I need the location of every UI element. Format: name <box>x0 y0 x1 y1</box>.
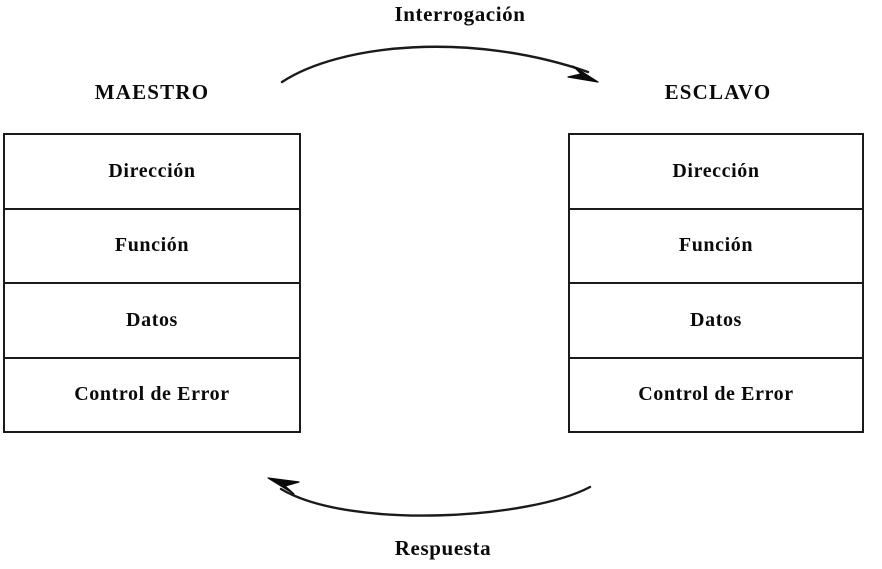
response-arrow-caption: Respuesta <box>394 536 492 560</box>
slave-field-control-de-error: Control de Error <box>570 358 862 431</box>
curved-arrow-right-icon <box>280 45 599 84</box>
slave-field-datos: Datos <box>570 284 862 359</box>
slave-field-funcion-label: Función <box>678 234 754 257</box>
slave-field-control-de-error-label: Control de Error <box>638 383 794 406</box>
master-field-funcion-label: Función <box>114 234 190 257</box>
master-field-control-de-error: Control de Error <box>5 358 299 431</box>
master-node-title: MAESTRO <box>94 80 210 104</box>
query-arrow-caption: Interrogación <box>394 2 526 26</box>
master-field-direccion-label: Dirección <box>108 159 196 182</box>
master-frame-box: Dirección Función Datos Control de Error <box>3 133 301 433</box>
curved-arrow-left-icon <box>267 477 592 517</box>
master-field-funcion: Función <box>5 209 299 284</box>
slave-node-title: ESCLAVO <box>664 80 772 104</box>
slave-frame-box: Dirección Función Datos Control de Error <box>568 133 864 433</box>
master-field-direccion: Dirección <box>5 135 299 210</box>
slave-field-funcion: Función <box>570 209 862 284</box>
master-field-datos-label: Datos <box>126 308 178 331</box>
slave-field-datos-label: Datos <box>690 308 742 331</box>
slave-field-direccion-label: Dirección <box>672 159 760 182</box>
master-field-datos: Datos <box>5 284 299 359</box>
master-field-control-de-error-label: Control de Error <box>74 383 230 406</box>
slave-field-direccion: Dirección <box>570 135 862 210</box>
